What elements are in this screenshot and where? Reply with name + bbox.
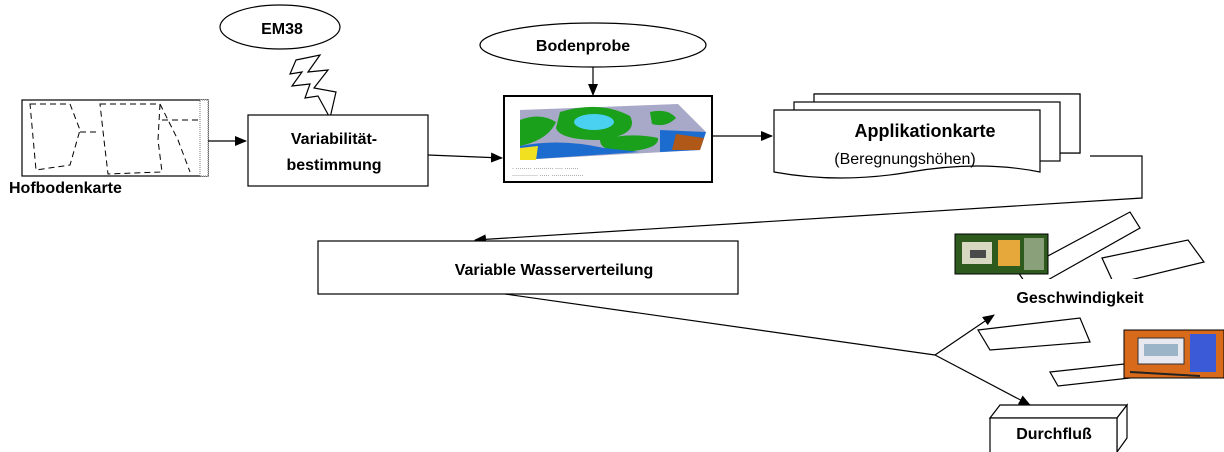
variable-wasserverteilung-node: Variable Wasserverteilung <box>317 240 739 295</box>
arrow-branch-to-geschwindigkeit <box>934 314 995 356</box>
arrow-applikationkarte-to-wasserverteilung <box>474 155 1143 245</box>
variabilitaet-label-line2: bestimmung <box>286 157 381 174</box>
beregnungshoehen-label: (Beregnungshöhen) <box>834 151 975 168</box>
geschwindigkeit-node: Geschwindigkeit <box>977 211 1206 387</box>
em38-node: EM38 <box>219 4 341 50</box>
applikationkarte-node: Applikationkarte (Beregnungshöhen) <box>773 93 1081 179</box>
speed-device-photo <box>954 233 1049 275</box>
svg-text:· ········ ·········· ···· ···: · ········ ·········· ···· ······· <box>512 166 579 172</box>
hofbodenkarte-label: Hofbodenkarte <box>9 180 122 197</box>
variabilitaet-label-line1: Variabilität- <box>291 131 377 148</box>
durchfluss-label: Durchfluß <box>1016 426 1092 443</box>
lightning-bolt-icon <box>289 54 337 120</box>
flow-line-to-branch <box>504 293 936 356</box>
bodenprobe-node: Bodenprobe <box>479 22 707 68</box>
bodenprobe-label: Bodenprobe <box>536 38 630 55</box>
field-map-image: · ········ ·········· ···· ······· ·····… <box>503 95 713 183</box>
applikationkarte-label: Applikationkarte <box>854 121 995 141</box>
durchfluss-node: Durchfluß <box>988 403 1129 452</box>
em38-label: EM38 <box>261 21 303 38</box>
variable-wasserverteilung-label: Variable Wasserverteilung <box>455 262 654 279</box>
flow-meter-photo <box>1123 329 1224 379</box>
variabilitaet-node: Variabilität- bestimmung <box>247 114 429 187</box>
arrow-variabilitaet-to-map <box>427 152 503 163</box>
hofbodenkarte-map <box>21 99 209 177</box>
geschwindigkeit-label: Geschwindigkeit <box>1016 290 1144 307</box>
svg-text:············· ····· ··········: ············· ····· ················ <box>512 173 583 179</box>
arrow-branch-to-durchfluss <box>934 354 1031 406</box>
